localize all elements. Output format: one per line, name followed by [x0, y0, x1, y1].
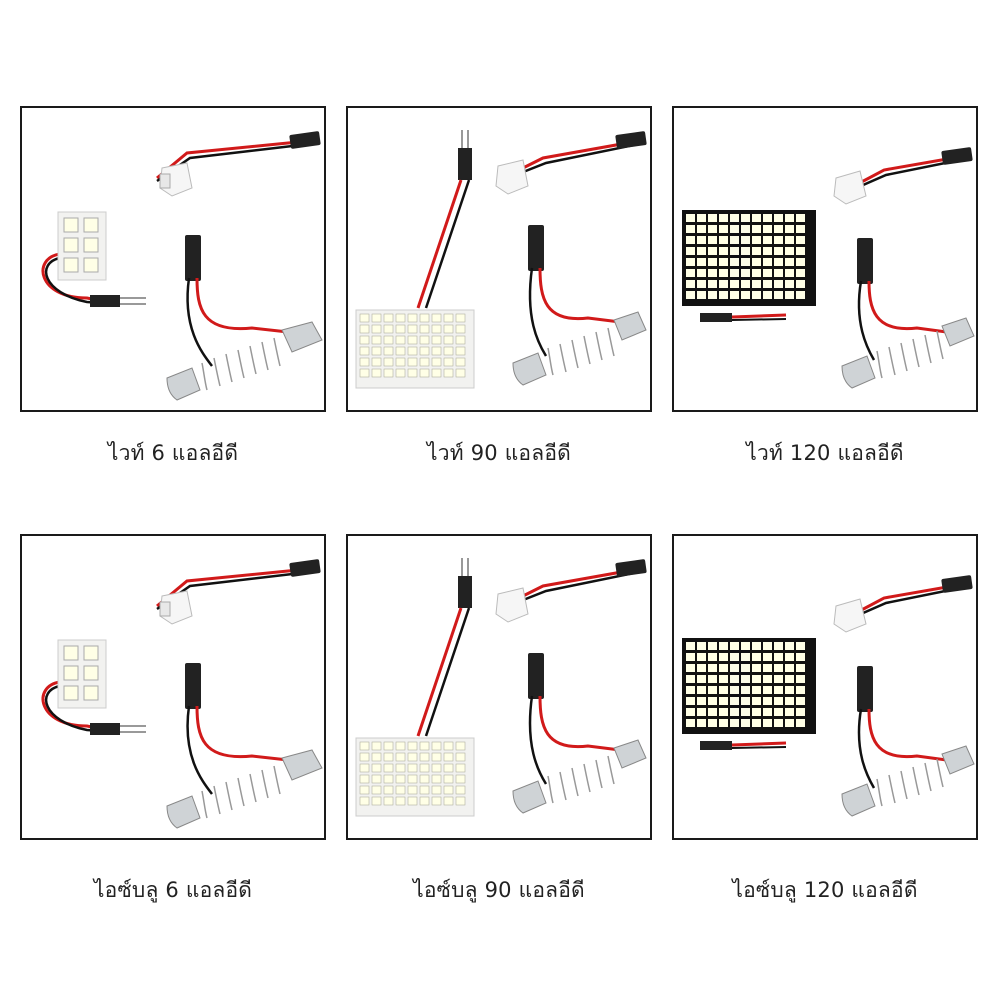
product-caption: ไวท์ 90 แอลอีดี	[427, 441, 571, 465]
led-panel-icon	[355, 558, 475, 817]
product-tile-white-120[interactable]	[672, 106, 978, 412]
product-tile-iceblue-90[interactable]	[346, 534, 652, 840]
t10-adapter-icon	[495, 559, 647, 623]
t10-adapter-icon	[156, 559, 321, 625]
product-tile-iceblue-6[interactable]	[20, 534, 326, 840]
product-caption: ไอซ์บลู 6 แอลอีดี	[93, 878, 253, 902]
led-panel-icon	[682, 638, 816, 750]
festoon-adapter-icon	[512, 225, 647, 386]
t10-adapter-icon	[833, 147, 973, 205]
festoon-adapter-icon	[166, 663, 323, 829]
product-image	[355, 558, 647, 817]
product-tile-iceblue-120[interactable]	[672, 534, 978, 840]
product-image	[355, 130, 647, 389]
product-tile-white-90[interactable]	[346, 106, 652, 412]
t10-adapter-icon	[495, 131, 647, 195]
led-panel-icon	[41, 639, 146, 735]
product-image	[682, 575, 975, 817]
t10-adapter-icon	[156, 131, 321, 197]
product-tile-white-6[interactable]	[20, 106, 326, 412]
led-panel-icon	[41, 211, 146, 307]
led-panel-icon	[682, 210, 816, 322]
festoon-adapter-icon	[166, 235, 323, 401]
product-caption: ไอซ์บลู 120 แอลอีดี	[732, 878, 918, 902]
t10-adapter-icon	[833, 575, 973, 633]
product-image	[682, 147, 975, 389]
festoon-adapter-icon	[841, 666, 975, 817]
festoon-adapter-icon	[841, 238, 975, 389]
product-caption: ไวท์ 6 แอลอีดี	[107, 441, 239, 465]
product-caption: ไอซ์บลู 90 แอลอีดี	[413, 878, 585, 902]
festoon-adapter-icon	[512, 653, 647, 814]
led-panel-icon	[355, 130, 475, 389]
product-image	[41, 559, 323, 829]
product-caption: ไวท์ 120 แอลอีดี	[746, 441, 904, 465]
product-image	[41, 131, 323, 401]
